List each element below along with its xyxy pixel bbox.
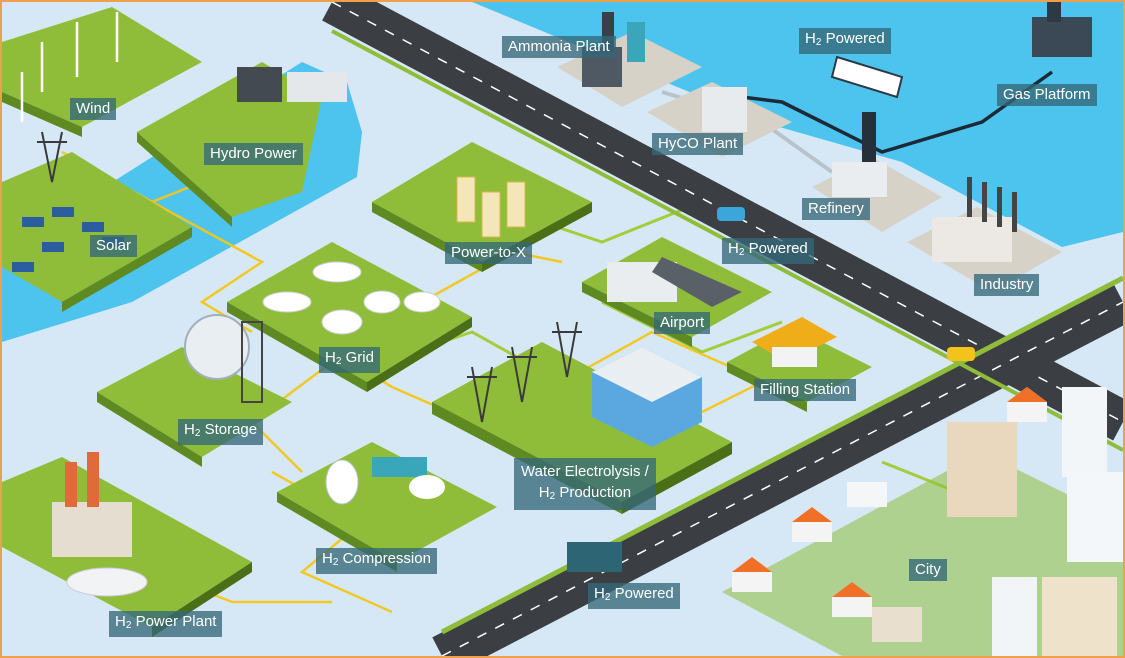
label-car-sub: 2: [738, 247, 745, 258]
label-grid-post: Grid: [341, 349, 374, 366]
label-ship-h2-powered: H2 Powered: [799, 28, 891, 54]
label-airport: Airport: [654, 312, 711, 334]
label-hydro-power: Hydro Power: [204, 143, 303, 165]
label-h2-grid: H2 Grid: [319, 347, 380, 373]
label-car-h: H: [728, 240, 739, 257]
roads: [322, 2, 1123, 656]
label-water-electrolysis: Water Electrolysis / H2 Production: [514, 458, 656, 510]
label-car-post: Powered: [744, 240, 808, 257]
label-industry: Industry: [974, 274, 1040, 296]
label-electrolysis-h: H: [538, 484, 550, 501]
label-power-to-x: Power-to-X: [445, 242, 533, 264]
label-h2-compression: H2 Compression: [316, 548, 437, 574]
label-storage-sub: 2: [194, 428, 201, 439]
label-truck-h2-powered: H2 Powered: [588, 583, 680, 609]
label-gas-platform: Gas Platform: [997, 84, 1097, 106]
label-filling-station: Filling Station: [754, 379, 857, 401]
gas-pipeline: [701, 70, 1054, 154]
assets: [12, 2, 1123, 656]
label-ship-sub: 2: [815, 37, 822, 48]
tile-wind: [2, 7, 202, 127]
label-electrolysis-line2: H2 Production: [521, 482, 649, 507]
label-truck-h: H: [594, 585, 605, 602]
label-truck-post: Powered: [610, 585, 674, 602]
label-electrolysis-line1: Water Electrolysis /: [521, 463, 649, 480]
label-refinery: Refinery: [802, 198, 870, 220]
label-powerplant-h: H: [115, 613, 126, 630]
label-compression-sub: 2: [332, 557, 339, 568]
label-compression-h: H: [322, 550, 333, 567]
label-wind: Wind: [70, 98, 117, 120]
label-powerplant-post: Power Plant: [131, 613, 217, 630]
label-grid-sub: 2: [335, 356, 342, 367]
label-truck-sub: 2: [604, 592, 611, 603]
label-h2-power-plant: H2 Power Plant: [109, 611, 223, 637]
label-car-h2-powered: H2 Powered: [722, 238, 814, 264]
label-compression-post: Compression: [338, 550, 431, 567]
label-h2-storage: H2 Storage: [178, 419, 264, 445]
label-hyco-plant: HyCO Plant: [652, 133, 744, 155]
label-storage-post: Storage: [200, 421, 258, 438]
label-city: City: [909, 559, 947, 581]
label-ship-post: Powered: [821, 30, 885, 47]
label-ship-h: H: [805, 30, 816, 47]
label-ammonia-plant: Ammonia Plant: [502, 36, 616, 58]
label-electrolysis-sub: 2: [549, 491, 556, 502]
label-storage-h: H: [184, 421, 195, 438]
label-grid-h: H: [325, 349, 336, 366]
label-solar: Solar: [90, 235, 138, 257]
tile-electrolysis: [432, 342, 732, 502]
label-electrolysis-post: Production: [555, 484, 632, 501]
label-powerplant-sub: 2: [125, 620, 132, 631]
